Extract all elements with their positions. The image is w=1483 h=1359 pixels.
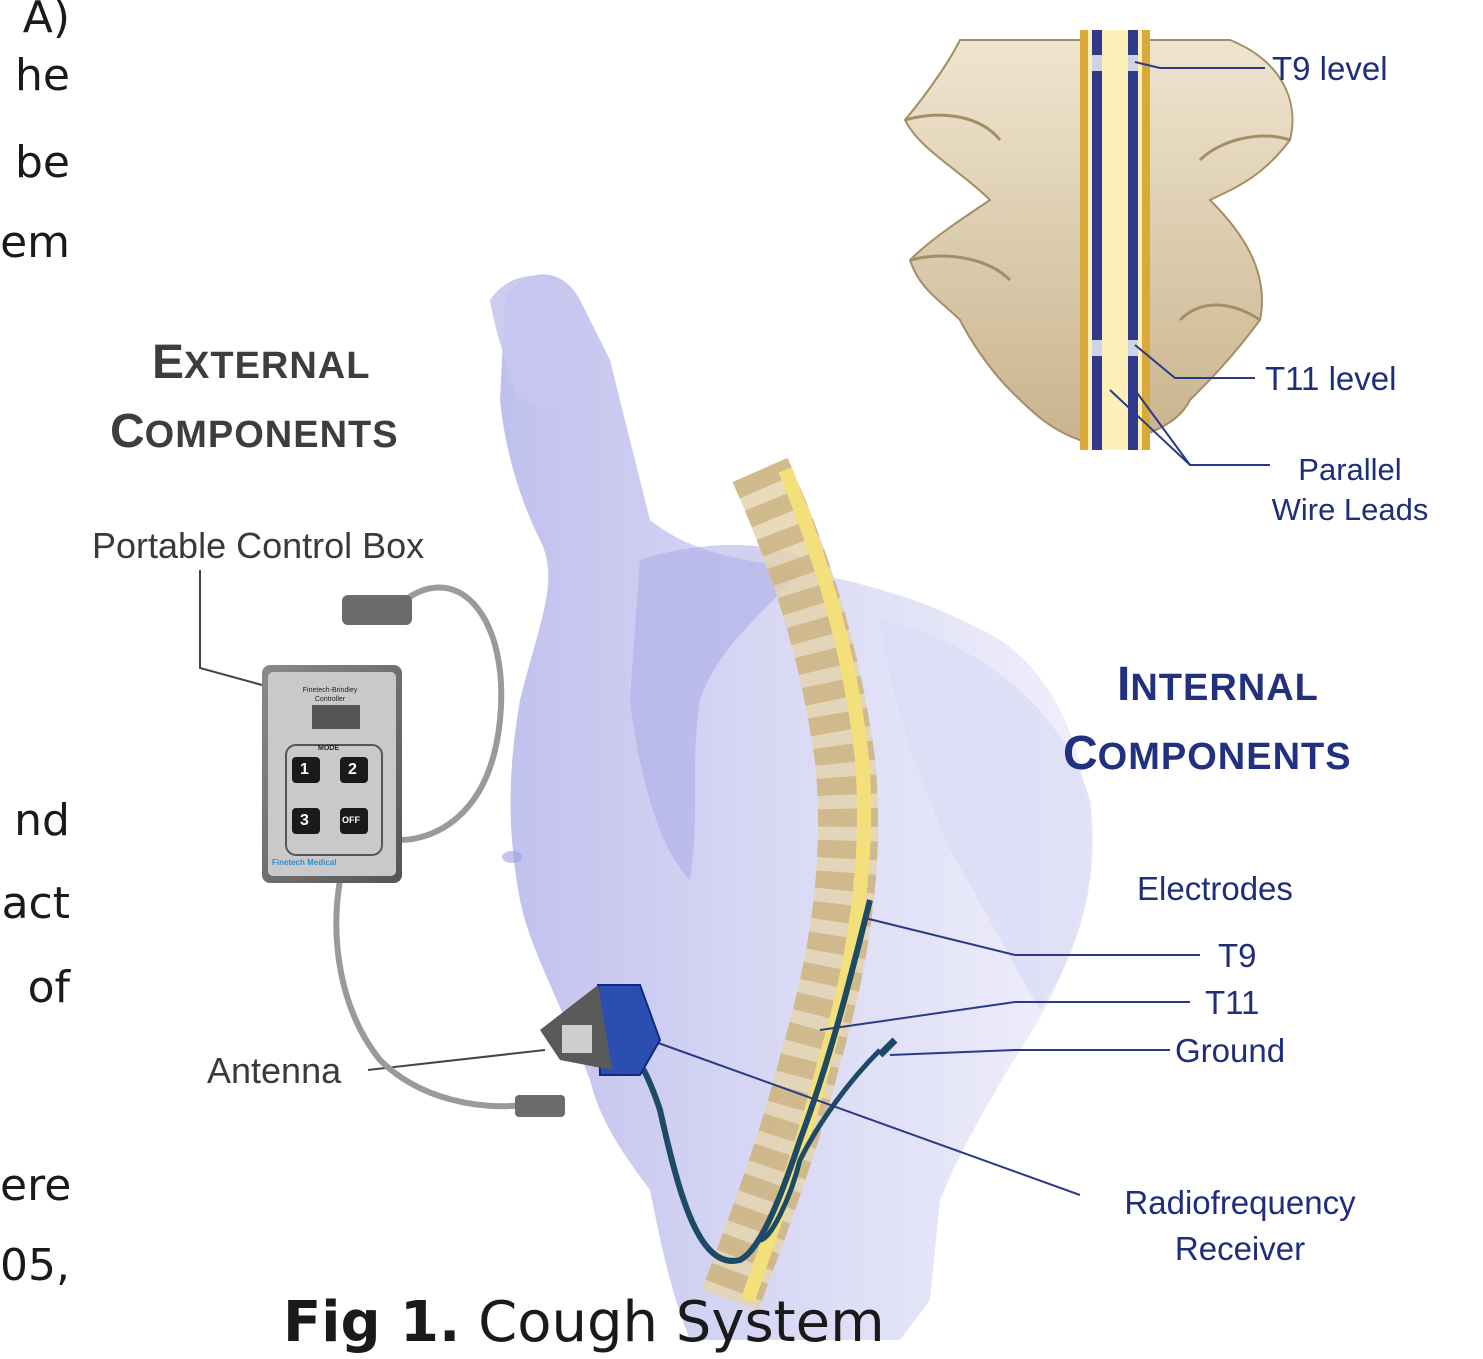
heading-initial: E: [152, 336, 184, 389]
t9-level-label: T9 level: [1272, 50, 1388, 88]
t9-electrode-label: T9: [1218, 937, 1257, 975]
heading-initial: C: [1063, 727, 1098, 780]
heading-initial: I: [1117, 658, 1130, 711]
heading-rest: NTERNAL: [1130, 667, 1319, 709]
control-box-brand: Finetech-Brindley Controller: [278, 686, 382, 704]
ground-electrode-label: Ground: [1175, 1032, 1285, 1070]
control-box-brand-line2: Controller: [278, 695, 382, 704]
heading-initial: C: [110, 405, 145, 458]
mode-3-button: 3: [300, 812, 309, 830]
radiofrequency-receiver-label: Radiofrequency Receiver: [1090, 1180, 1390, 1272]
t11-level-label: T11 level: [1265, 360, 1396, 398]
figure-caption-prefix: Fig 1.: [283, 1290, 460, 1355]
electrodes-label: Electrodes: [1137, 870, 1293, 908]
mode-1-button: 1: [300, 761, 309, 779]
control-box-mode-label: MODE: [318, 745, 339, 752]
parallel-wire-leads-line2: Wire Leads: [1250, 490, 1450, 530]
heading-rest: OMPONENTS: [1098, 736, 1352, 778]
parallel-wire-leads-label: Parallel Wire Leads: [1250, 450, 1450, 530]
heading-rest: XTERNAL: [184, 345, 370, 387]
external-components-heading: EXTERNAL COMPONENTS: [152, 334, 399, 472]
t11-electrode-label: T11: [1205, 984, 1259, 1022]
internal-components-heading: INTERNAL COMPONENTS: [1117, 656, 1352, 794]
figure-caption-text: Cough System: [478, 1290, 885, 1355]
off-button: OFF: [342, 815, 360, 825]
antenna-leader: [368, 1050, 545, 1070]
rf-receiver-line1: Radiofrequency: [1090, 1180, 1390, 1226]
control-box-leader: [200, 570, 262, 685]
vertebrae-detail: [905, 30, 1293, 450]
portable-control-box-label: Portable Control Box: [92, 525, 424, 567]
control-box-logo: Finetech Medical: [272, 858, 336, 867]
control-box-brand-line1: Finetech-Brindley: [278, 686, 382, 695]
rf-receiver-line2: Receiver: [1090, 1226, 1390, 1272]
antenna-label: Antenna: [207, 1050, 341, 1092]
parallel-wire-leads-line1: Parallel: [1250, 450, 1450, 490]
heading-rest: OMPONENTS: [145, 414, 399, 456]
figure-caption: Fig 1. Cough System: [283, 1290, 885, 1355]
mode-2-button: 2: [348, 761, 357, 779]
